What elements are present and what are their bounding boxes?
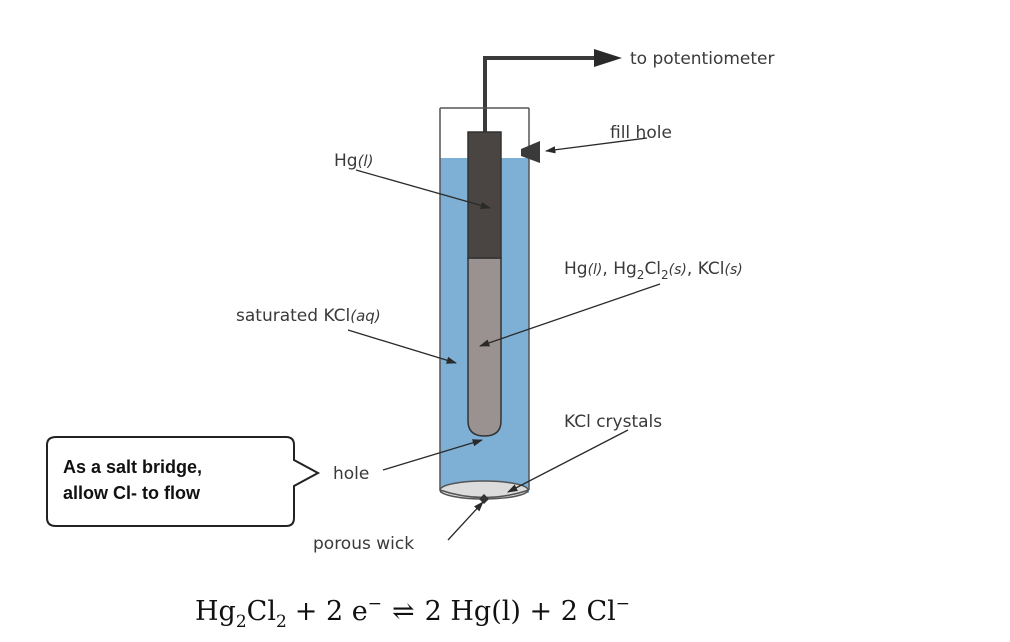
- callout-line-1: As a salt bridge,: [63, 457, 202, 477]
- wire-lead: [483, 56, 600, 132]
- pointer-hg: [355, 169, 492, 209]
- label-porous-wick: porous wick: [313, 534, 414, 554]
- pointer-paste: [479, 283, 661, 347]
- pointer-porous-wick: [447, 501, 484, 541]
- potentiometer-arrowhead: [594, 49, 622, 67]
- inner-tube: [467, 131, 502, 437]
- fill-hole-stopper: [521, 141, 540, 163]
- pointer-kcl-crystals: [507, 429, 629, 493]
- label-kcl-crystals: KCl crystals: [564, 412, 662, 432]
- label-to-potentiometer: to potentiometer: [630, 49, 774, 69]
- label-saturated-kcl: saturated KCl(aq): [236, 306, 381, 326]
- pointer-fill-hole: [544, 137, 648, 154]
- mercury-region: [467, 131, 502, 259]
- pointer-hole: [382, 439, 483, 471]
- label-hg-liquid: Hg(l): [334, 151, 373, 171]
- label-hole: hole: [333, 464, 369, 484]
- paste-region: [467, 257, 502, 437]
- callout-line-2: allow Cl- to flow: [63, 483, 201, 503]
- label-fill-hole: fill hole: [610, 123, 672, 143]
- salt-bridge-callout: As a salt bridge, allow Cl- to flow: [46, 436, 321, 527]
- label-paste: Hg(l), Hg2Cl2(s), KCl(s): [564, 259, 743, 282]
- callout-bubble: [46, 436, 321, 527]
- pointer-saturated-kcl: [347, 329, 457, 364]
- tube-walls: [439, 107, 530, 490]
- half-reaction-equation: Hg2Cl2+ 2 e−⇌2 Hg(l) + 2 Cl−: [195, 594, 630, 632]
